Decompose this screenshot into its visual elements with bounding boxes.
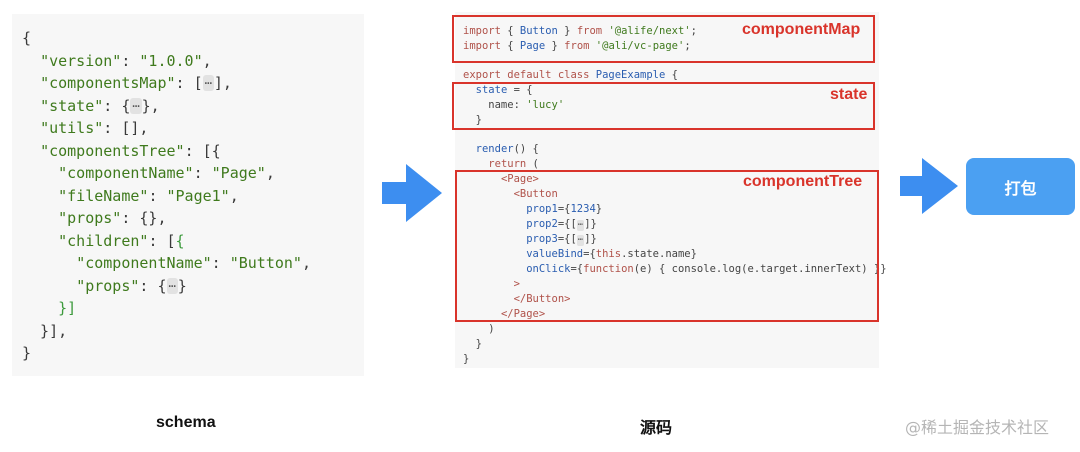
source-panel [455,12,879,368]
component-map-label: componentMap [742,21,861,38]
state-label: state [830,86,868,103]
source-imports: import { Button } from '@alife/next'; im… [463,25,697,52]
component-map-box [452,15,875,63]
watermark: @稀土掘金技术社区 [905,418,1050,437]
schema-code: { "version": "1.0.0", "componentsMap": [… [22,29,311,362]
arrow-right-icon [382,164,442,222]
state-box [452,82,875,130]
source-render: render() { return ( <Page> <Button prop1… [463,143,887,365]
source-class-state: export default class PageExample { state… [463,69,678,126]
schema-caption: schema [156,414,216,431]
pack-button[interactable]: 打包 [966,158,1075,215]
source-caption: 源码 [640,420,673,437]
arrow-right-icon [900,158,958,214]
component-tree-label: componentTree [743,173,863,190]
component-tree-box [455,170,879,322]
schema-panel [12,14,364,376]
